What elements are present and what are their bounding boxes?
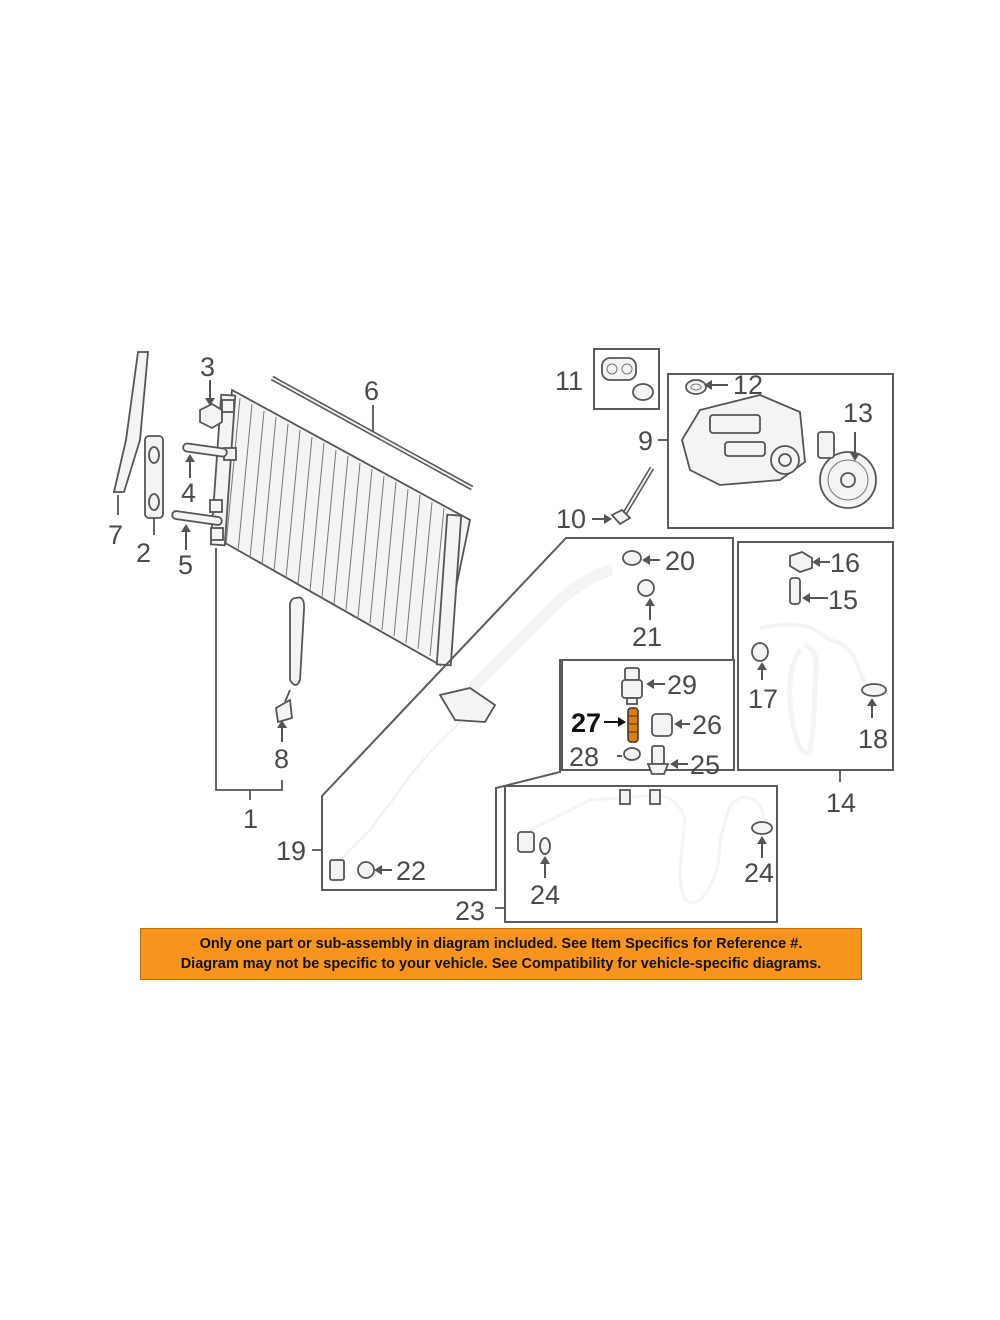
disclaimer-line-2: Diagram may not be specific to your vehi… bbox=[180, 956, 822, 972]
callout-13: 13 bbox=[843, 398, 873, 428]
callout-27: 27 bbox=[571, 708, 601, 738]
callout-1: 1 bbox=[243, 804, 258, 834]
callout-17: 17 bbox=[748, 684, 778, 714]
callout-28: 28 bbox=[569, 742, 599, 772]
liquid-line-group bbox=[495, 785, 778, 923]
callout-24-right: 24 bbox=[744, 858, 774, 888]
discharge-line-group bbox=[312, 537, 734, 891]
callout-22: 22 bbox=[396, 856, 426, 886]
callout-6: 6 bbox=[364, 376, 379, 406]
callout-23: 23 bbox=[455, 896, 485, 926]
compressor-group bbox=[658, 373, 894, 529]
disclaimer-line-1: Only one part or sub-assembly in diagram… bbox=[199, 936, 803, 952]
callout-3: 3 bbox=[200, 352, 215, 382]
callout-11: 11 bbox=[555, 366, 583, 396]
callout-16: 16 bbox=[830, 548, 860, 578]
callout-12: 12 bbox=[733, 370, 763, 400]
callout-26: 26 bbox=[692, 710, 722, 740]
callout-25: 25 bbox=[690, 750, 720, 780]
callout-2: 2 bbox=[136, 538, 151, 568]
callout-24-left: 24 bbox=[530, 880, 560, 910]
callout-29: 29 bbox=[667, 670, 697, 700]
callout-21: 21 bbox=[632, 622, 662, 652]
callout-10: 10 bbox=[556, 504, 586, 534]
callout-labels: 1 2 3 4 5 6 7 8 9 10 11 12 13 14 15 16 1… bbox=[108, 352, 888, 926]
suction-line-group bbox=[737, 541, 894, 782]
condenser-assembly bbox=[112, 351, 474, 800]
seal-kit-box bbox=[593, 348, 660, 410]
callout-9: 9 bbox=[638, 426, 653, 456]
valve-core-highlighted bbox=[627, 707, 639, 743]
switch-valve-group bbox=[561, 659, 735, 775]
callout-4: 4 bbox=[181, 478, 196, 508]
callout-5: 5 bbox=[178, 550, 193, 580]
callout-19: 19 bbox=[276, 836, 306, 866]
callout-7: 7 bbox=[108, 520, 123, 550]
callout-14: 14 bbox=[826, 788, 856, 818]
callout-18: 18 bbox=[858, 724, 888, 754]
disclaimer-banner: Only one part or sub-assembly in diagram… bbox=[140, 928, 862, 980]
callout-15: 15 bbox=[828, 585, 858, 615]
callout-8: 8 bbox=[274, 744, 289, 774]
callout-20: 20 bbox=[665, 546, 695, 576]
